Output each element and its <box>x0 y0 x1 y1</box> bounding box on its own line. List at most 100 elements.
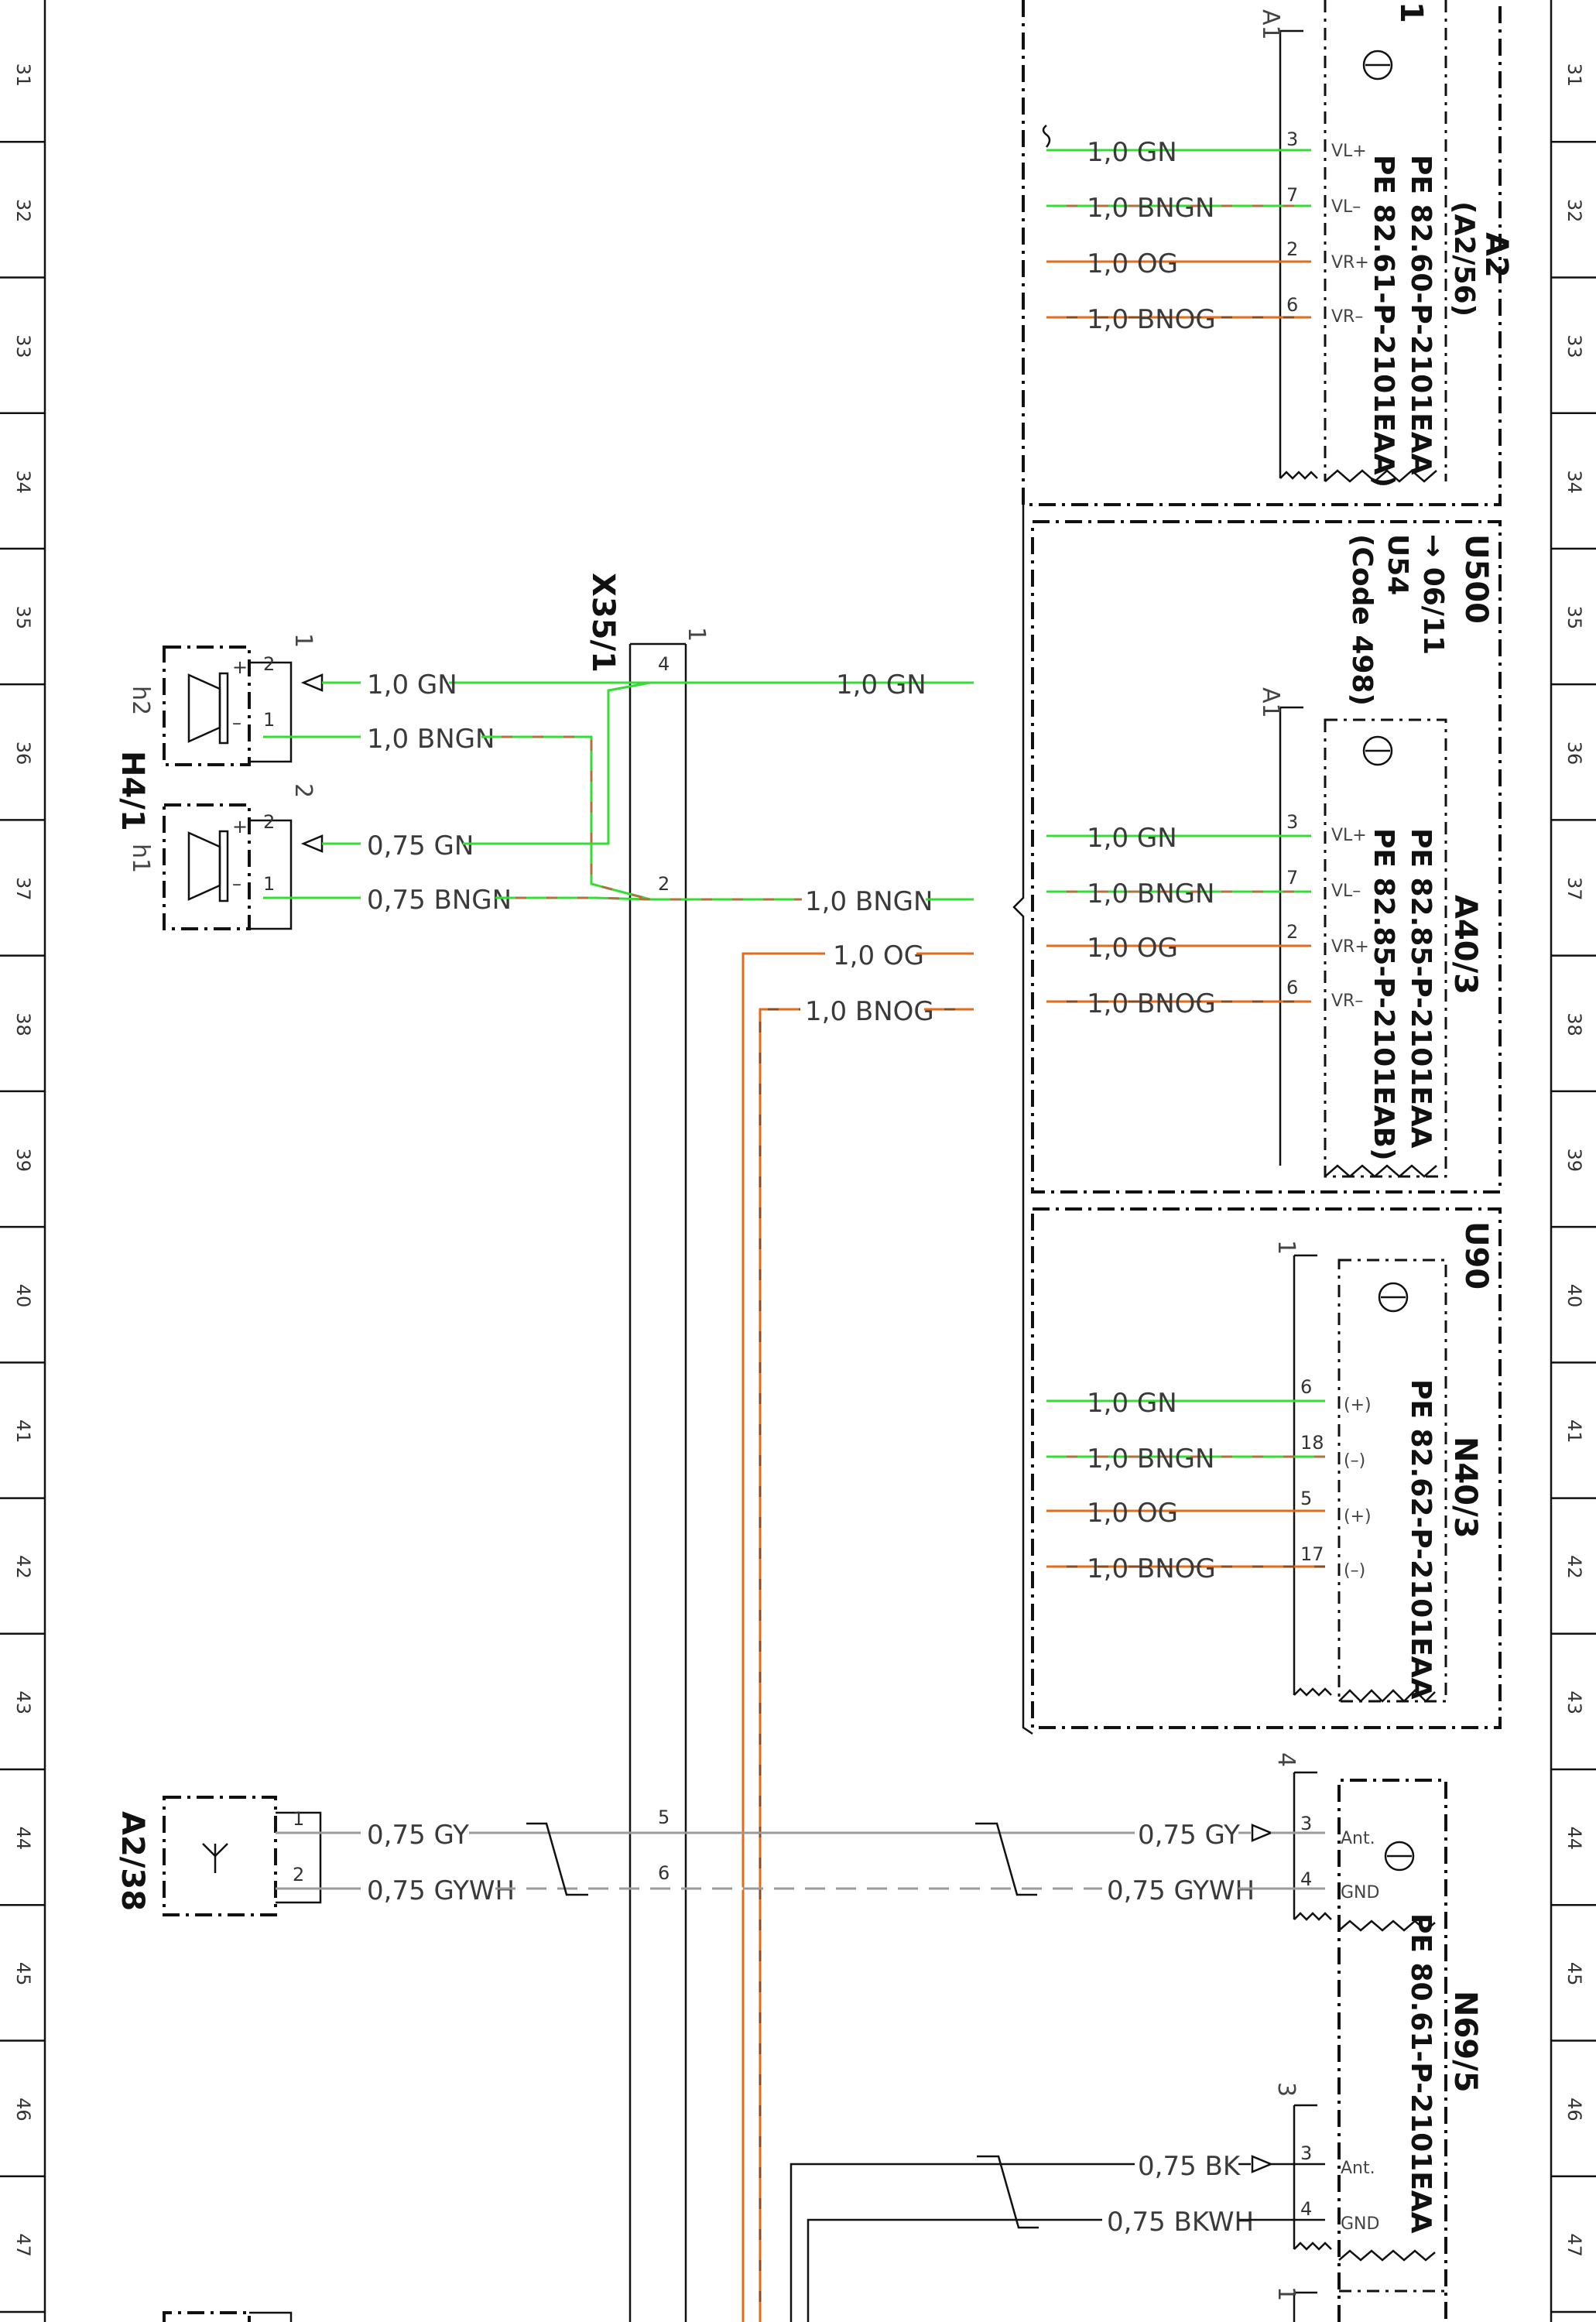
h2-pin-minus: – <box>232 712 241 734</box>
row-number: 34 <box>12 470 34 494</box>
n40-index: 1 <box>1272 1240 1300 1255</box>
a2-38-label: A2/38 <box>115 1811 150 1911</box>
a2-56-label: (A2/56) <box>1448 201 1480 317</box>
u90-label: U90 <box>1458 1221 1494 1289</box>
row-number: 42 <box>12 1555 34 1579</box>
h1-pin-2: 2 <box>263 811 275 833</box>
a2-wire-gn: 1,0 GN <box>1087 137 1177 168</box>
a40-vrm: VR– <box>1331 991 1363 1011</box>
h2-pin-plus: + <box>232 656 248 678</box>
n40-wire-bngn: 1,0 BNGN <box>1087 1444 1214 1474</box>
a40-a1-label: A1 <box>1257 687 1284 718</box>
x35-pin-4: 4 <box>658 653 670 675</box>
module-a40-3: U500 → 06/11 U54 (Code 498) A1 A40/3 PE … <box>1031 520 1502 1194</box>
a2-a1-label: A1 <box>1257 9 1284 40</box>
row-number: 41 <box>1563 1420 1585 1444</box>
a2-pin-6: 6 <box>1286 294 1298 316</box>
a2-wire-og: 1,0 OG <box>1087 248 1178 279</box>
a40-pin-3: 3 <box>1286 811 1298 833</box>
a2-vlp: VL+ <box>1331 142 1367 161</box>
row-number: 44 <box>1563 1827 1585 1851</box>
module-brace <box>1012 505 1033 1735</box>
row-number: 38 <box>12 1012 34 1036</box>
x35-wire-bngn-out: 1,0 BNGN <box>805 886 933 917</box>
h2-pin-1: 1 <box>263 709 275 731</box>
pe-icon <box>1384 1841 1415 1872</box>
a2-wire-bngn: 1,0 BNGN <box>1087 193 1214 224</box>
n40-3-label: N40/3 <box>1447 1437 1483 1539</box>
a2-38-pin-1: 1 <box>293 1808 304 1830</box>
h4-1-label: H4/1 <box>115 751 150 831</box>
n69-ant-2: Ant. <box>1341 2159 1375 2178</box>
row-number: 47 <box>1563 2233 1585 2257</box>
n40-minus-2: (–) <box>1344 1561 1365 1581</box>
row-number: 36 <box>12 741 34 765</box>
row-number: 39 <box>1563 1148 1585 1172</box>
h2-label: h2 <box>127 686 154 715</box>
pe-icon <box>1362 735 1393 766</box>
x35-pin-2: 2 <box>658 873 670 895</box>
h4-index-2: 2 <box>289 783 317 798</box>
n69-wire-gy: 0,75 GY <box>1138 1820 1240 1851</box>
row-number: 33 <box>12 334 34 358</box>
a2-38-wire-gywh: 0,75 GYWH <box>367 1875 515 1906</box>
a40-pin-6: 6 <box>1286 977 1298 998</box>
speaker-wires: 1,0 GN 1,0 GN 1,0 BNGN 0,75 GN 0,75 BNGN… <box>263 670 974 2322</box>
row-number: 31 <box>12 63 34 87</box>
u500-arrow: → 06/11 <box>1417 534 1449 655</box>
a40-3-label: A40/3 <box>1447 895 1483 995</box>
h2-pin-2: 2 <box>263 653 275 675</box>
antenna-a2-38: A2/38 1 2 0,75 GY 0,75 GY 0,75 GYWH 0,75… <box>115 1796 1325 1916</box>
n69-wire-bkwh: 0,75 BKWH <box>1107 2207 1254 2238</box>
a40-wire-bngn: 1,0 BNGN <box>1087 878 1214 909</box>
a40-wire-og: 1,0 OG <box>1087 933 1178 964</box>
u54-label: U54 <box>1382 534 1413 595</box>
h4-index-1: 1 <box>289 633 317 648</box>
bottom-partial-box <box>163 2311 293 2322</box>
n69-5-label: N69/5 <box>1447 1991 1483 2093</box>
code498-label: (Code 498) <box>1346 534 1378 706</box>
n69-index-3: 3 <box>1272 2082 1300 2097</box>
x35-wire-gn-out: 1,0 GN <box>836 670 926 700</box>
a2-pe-ref-2: PE 82.61-P-2101EAA) <box>1368 155 1399 488</box>
a40-pe-ref-2: PE 82.85-P-2101EAB) <box>1368 828 1399 1161</box>
a2-pin-3: 3 <box>1286 128 1298 150</box>
connector-x35-1: X35/1 1 4 2 5 6 <box>585 573 710 2322</box>
h2-wire-bngn: 1,0 BNGN <box>367 724 495 755</box>
row-number: 41 <box>12 1420 34 1444</box>
n40-minus-1: (–) <box>1344 1451 1365 1471</box>
row-number: 43 <box>12 1690 34 1714</box>
row-number: 45 <box>1563 1962 1585 1986</box>
n40-pin-6: 6 <box>1300 1376 1312 1398</box>
a2-vlm: VL– <box>1331 197 1361 217</box>
a2-wire-bnog: 1,0 BNOG <box>1087 304 1216 335</box>
a2-label: A2 <box>1478 232 1514 278</box>
a40-vrp: VR+ <box>1331 937 1369 957</box>
n40-wire-bnog: 1,0 BNOG <box>1087 1553 1216 1584</box>
a2-38-wire-gy: 0,75 GY <box>367 1820 469 1851</box>
row-number: 37 <box>12 877 34 901</box>
row-number: 40 <box>12 1284 34 1308</box>
row-number: 32 <box>12 199 34 223</box>
a2-pin-2: 2 <box>1286 238 1298 260</box>
n69-pe-ref: PE 80.61-P-2101EAA <box>1405 1913 1437 2234</box>
n40-plus-2: (+) <box>1344 1507 1372 1526</box>
pe-icon <box>1362 50 1393 80</box>
speaker-icon <box>187 830 229 902</box>
row-number: 32 <box>1563 199 1585 223</box>
pe-icon <box>1378 1282 1409 1313</box>
row-number: 38 <box>1563 1012 1585 1036</box>
a40-wire-gn: 1,0 GN <box>1087 823 1177 854</box>
row-number: 31 <box>1563 63 1585 87</box>
h1-pin-minus: – <box>232 873 241 895</box>
x35-index: 1 <box>683 627 710 642</box>
a2-vrm: VR– <box>1331 307 1363 327</box>
a2-pin-7: 7 <box>1286 184 1298 206</box>
module-a2: A1 A2 (A2/56) PE 82.60-P-2101EAA PE 82.6… <box>1022 0 1514 506</box>
u500-label: U500 <box>1458 534 1494 624</box>
row-number: 35 <box>12 606 34 630</box>
row-number: 47 <box>12 2233 34 2257</box>
x35-pin-5: 5 <box>658 1807 670 1828</box>
a40-vlp: VL+ <box>1331 826 1367 845</box>
